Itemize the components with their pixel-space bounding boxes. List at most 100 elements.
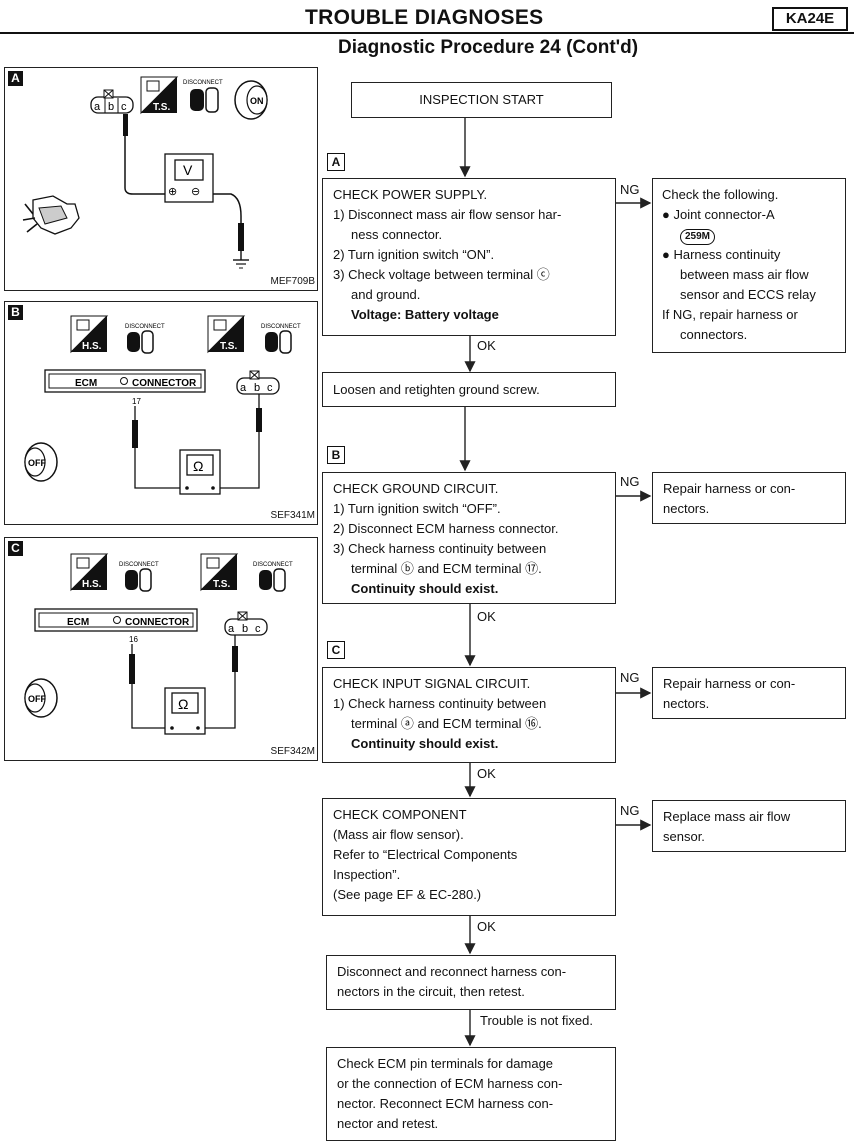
ground-screw-label: Loosen and retighten ground screw. <box>333 382 540 397</box>
panel-a-letter: A <box>8 71 23 86</box>
power-ng-action-box: Check the following. ● Joint connector-A… <box>652 178 846 353</box>
panel-c-term-a: a <box>228 623 235 635</box>
ground-line-2: 1) Turn ignition switch “OFF”. <box>333 501 501 516</box>
power-ng-line-8: connectors. <box>680 327 748 342</box>
header-rule <box>0 32 854 34</box>
panel-c-term-b: b <box>242 623 248 635</box>
power-line-4: 2) Turn ignition switch “ON”. <box>333 247 495 262</box>
reconnect-box: Disconnect and reconnect harness con- ne… <box>326 955 616 1010</box>
component-line-3: Refer to “Electrical Components <box>333 847 518 862</box>
panel-b-disconnect-label-2: DISCONNECT <box>261 324 301 330</box>
panel-b-ts-label: T.S. <box>220 341 237 352</box>
inspection-start-label: INSPECTION START <box>419 92 544 107</box>
input-spec: Continuity should exist. <box>351 736 499 751</box>
power-line-3: ness connector. <box>351 227 443 242</box>
engine-icon <box>22 195 80 235</box>
panel-a-plus: ⊕ <box>168 186 177 198</box>
ground-spec: Continuity should exist. <box>351 581 499 596</box>
panel-b-connector-label: CONNECTOR <box>132 378 197 389</box>
panel-b-diagram: H.S. DISCONNECT T.S. DISCONNECT ECM CONN… <box>24 315 301 495</box>
panel-b-term-c: c <box>267 382 273 394</box>
panel-c-hs-label: H.S. <box>82 579 102 590</box>
panel-c-ts-label: T.S. <box>213 579 230 590</box>
power-line-1: CHECK POWER SUPPLY. <box>333 187 488 202</box>
panel-c-meter-symbol: Ω <box>178 696 188 712</box>
power-line-6: and ground. <box>351 287 421 302</box>
panel-c-pin-number: 16 <box>129 635 138 644</box>
input-ok-label: OK <box>477 766 496 781</box>
ground-ok-label: OK <box>477 609 496 624</box>
panel-b-term-a: a <box>240 382 247 394</box>
panel-c-off-label: OFF <box>28 694 46 704</box>
panel-a-minus: ⊖ <box>191 186 200 198</box>
panel-a-meter-symbol: V <box>183 162 193 178</box>
panel-b-letter: B <box>8 305 23 320</box>
component-line-4: Inspection”. <box>333 867 401 882</box>
panel-b-pin-number: 17 <box>132 397 141 406</box>
ground-ng-line-1: Repair harness or con- <box>663 481 796 496</box>
input-ng-line-2: nectors. <box>663 696 710 711</box>
component-ng-line-2: sensor. <box>663 829 705 844</box>
power-ng-line-1: Check the following. <box>662 187 779 202</box>
step-c-marker: C <box>327 641 345 659</box>
panel-a-on-label: ON <box>250 96 264 106</box>
power-ng-line-7: If NG, repair harness or <box>662 307 798 322</box>
panel-c-figure-ref: SEF342M <box>270 746 315 757</box>
panel-b-hs-label: H.S. <box>82 341 102 352</box>
inspection-start-box: INSPECTION START <box>351 82 612 118</box>
panel-c-disconnect-label-2: DISCONNECT <box>253 562 293 568</box>
power-line-2: 1) Disconnect mass air flow sensor har- <box>333 207 562 222</box>
input-line-1: CHECK INPUT SIGNAL CIRCUIT. <box>333 676 531 691</box>
not-fixed-label: Trouble is not fixed. <box>480 1013 593 1028</box>
panel-a-ts-label: T.S. <box>153 102 170 113</box>
input-line-2: 1) Check harness continuity between <box>333 696 547 711</box>
figure-panel-c: C H.S. DISCONNECT T.S. DISCONNECT ECM CO… <box>4 537 318 761</box>
ground-line-1: CHECK GROUND CIRCUIT. <box>333 481 499 496</box>
ground-screw-box: Loosen and retighten ground screw. <box>322 372 616 407</box>
final-check-box: Check ECM pin terminals for damage or th… <box>326 1047 616 1141</box>
check-input-signal-box: CHECK INPUT SIGNAL CIRCUIT. 1) Check har… <box>322 667 616 763</box>
panel-b-off-label: OFF <box>28 458 46 468</box>
panel-a-term-c: c <box>121 101 127 113</box>
ground-line-4: 3) Check harness continuity between <box>333 541 547 556</box>
component-line-5: (See page EF & EC-280.) <box>333 887 482 902</box>
panel-c-ecm-label: ECM <box>67 617 89 628</box>
ground-ng-action-box: Repair harness or con- nectors. <box>652 472 846 524</box>
power-ng-line-2: ● Joint connector-A <box>662 207 775 222</box>
component-line-2: (Mass air flow sensor). <box>333 827 464 842</box>
reconnect-line-1: Disconnect and reconnect harness con- <box>337 964 567 979</box>
ground-line-3: 2) Disconnect ECM harness connector. <box>333 521 559 536</box>
ground-line-5: terminal ⓑ and ECM terminal ⑰. <box>351 561 542 576</box>
step-b-marker: B <box>327 446 345 464</box>
check-component-box: CHECK COMPONENT (Mass air flow sensor). … <box>322 798 616 916</box>
power-ng-line-5: between mass air flow <box>680 267 809 282</box>
final-line-4: nector and retest. <box>337 1116 439 1131</box>
component-ok-label: OK <box>477 919 496 934</box>
reconnect-line-2: nectors in the circuit, then retest. <box>337 984 525 999</box>
component-ng-label: NG <box>620 803 640 818</box>
component-ng-line-1: Replace mass air flow <box>663 809 791 824</box>
figure-panel-a: A a b c V ⊕ ⊖ T.S. DISCONNECT <box>4 67 318 291</box>
component-line-1: CHECK COMPONENT <box>333 807 467 822</box>
panel-c-disconnect-label-1: DISCONNECT <box>119 562 159 568</box>
panel-a-diagram: a b c V ⊕ ⊖ T.S. DISCONNECT ON <box>22 76 268 269</box>
panel-b-term-b: b <box>254 382 260 394</box>
power-ok-label: OK <box>477 338 496 353</box>
power-ng-line-6: sensor and ECCS relay <box>680 287 816 302</box>
power-ng-label: NG <box>620 182 640 197</box>
panel-c-connector-label: CONNECTOR <box>125 617 190 628</box>
panel-c-letter: C <box>8 541 23 556</box>
power-spec: Voltage: Battery voltage <box>351 307 499 322</box>
final-line-1: Check ECM pin terminals for damage <box>337 1056 554 1071</box>
section-tag: KA24E <box>772 7 848 31</box>
final-line-3: nector. Reconnect ECM harness con- <box>337 1096 554 1111</box>
input-line-3: terminal ⓐ and ECM terminal ⑯. <box>351 716 542 731</box>
step-a-marker: A <box>327 153 345 171</box>
check-ground-circuit-box: CHECK GROUND CIRCUIT. 1) Turn ignition s… <box>322 472 616 604</box>
joint-connector-ref-badge: 259M <box>680 229 716 245</box>
input-ng-label: NG <box>620 670 640 685</box>
panel-b-figure-ref: SEF341M <box>270 510 315 521</box>
ground-ng-line-2: nectors. <box>663 501 710 516</box>
component-ng-action-box: Replace mass air flow sensor. <box>652 800 846 852</box>
